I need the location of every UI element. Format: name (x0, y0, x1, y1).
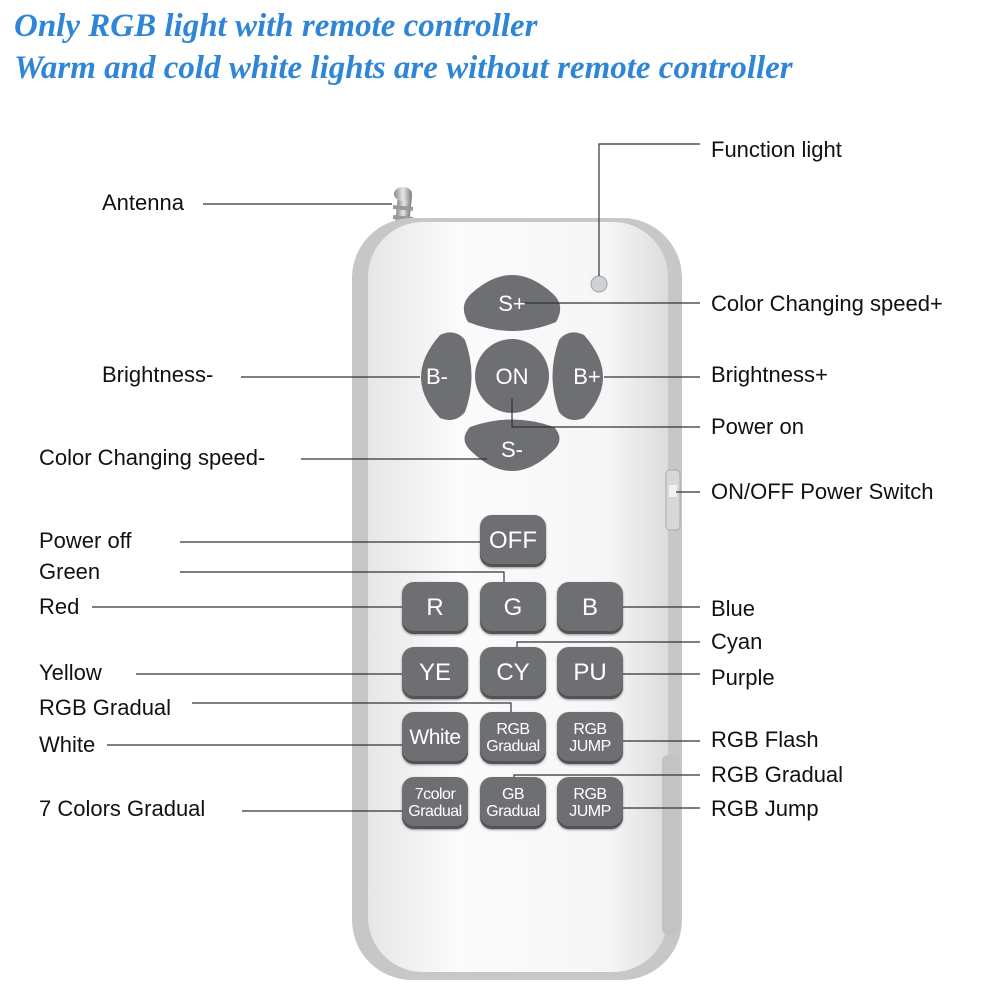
g-label: G (503, 594, 523, 621)
label-purple: Purple (711, 665, 775, 690)
b-plus-label: B+ (573, 364, 601, 389)
label-rgb-gradual-left: RGB Gradual (39, 695, 172, 720)
cy-button[interactable]: CY (480, 647, 546, 699)
cy-label: CY (496, 659, 530, 686)
rgb-jump-1-label-line1: RGB (573, 721, 607, 738)
white-button[interactable]: White (402, 712, 468, 764)
b-minus-label: B- (426, 364, 448, 389)
label-brightness-minus: Brightness- (102, 362, 214, 387)
function-light-indicator (590, 275, 608, 293)
gb-gradual-label-line2: Gradual (486, 803, 540, 820)
ye-label: YE (418, 659, 451, 686)
rgb-jump-2-label-line2: JUMP (569, 803, 611, 820)
label-function-light: Function light (711, 137, 842, 162)
label-yellow: Yellow (39, 660, 102, 685)
label-color-speed-plus: Color Changing speed+ (711, 291, 943, 316)
b-plus-button[interactable] (552, 332, 604, 420)
seven-color-label-line1: 7color (414, 786, 456, 803)
power-switch[interactable] (665, 469, 681, 531)
label-antenna: Antenna (102, 190, 184, 215)
label-color-speed-minus: Color Changing speed- (39, 445, 266, 470)
s-plus-button[interactable] (463, 275, 561, 331)
b-label: B (581, 594, 598, 621)
rgb-jump-1-label-line2: JUMP (569, 738, 611, 755)
off-label: OFF (489, 527, 537, 554)
rgb-gradual-label-line2: Gradual (486, 738, 540, 755)
label-power-off: Power off (39, 528, 132, 553)
r-button[interactable]: R (402, 582, 468, 634)
on-button[interactable] (475, 339, 549, 413)
s-minus-button[interactable] (464, 419, 560, 472)
label-cyan: Cyan (711, 629, 763, 654)
pu-label: PU (573, 659, 607, 686)
b-minus-button[interactable] (421, 332, 472, 420)
b-button[interactable]: B (557, 582, 623, 634)
label-blue: Blue (711, 596, 756, 621)
label-rgb-gradual-right: RGB Gradual (711, 762, 844, 787)
label-red: Red (39, 594, 80, 619)
gb-gradual-label-line1: GB (501, 786, 525, 803)
s-plus-label: S+ (498, 291, 526, 316)
label-rgb-jump: RGB Jump (711, 796, 819, 821)
seven-color-label-line2: Gradual (408, 803, 462, 820)
ye-button[interactable]: YE (402, 647, 468, 699)
label-white: White (39, 732, 96, 757)
heading-line-1: Only RGB light with remote controller (14, 8, 538, 44)
label-power-on: Power on (711, 414, 804, 439)
label-seven-colors-gradual: 7 Colors Gradual (39, 796, 206, 821)
rgb-jump-2-label-line1: RGB (573, 786, 607, 803)
heading-line-2: Warm and cold white lights are without r… (14, 50, 793, 86)
label-rgb-flash: RGB Flash (711, 727, 819, 752)
g-button[interactable]: G (480, 582, 546, 634)
pu-button[interactable]: PU (557, 647, 623, 699)
label-brightness-plus: Brightness+ (711, 362, 828, 387)
label-green: Green (39, 559, 101, 584)
off-button[interactable]: OFF (480, 515, 546, 567)
rgb-gradual-label-line1: RGB (496, 721, 530, 738)
s-minus-label: S- (501, 437, 523, 462)
r-label: R (426, 594, 444, 621)
on-label: ON (495, 364, 529, 389)
white-label: White (409, 726, 461, 749)
label-power-switch: ON/OFF Power Switch (711, 479, 934, 504)
